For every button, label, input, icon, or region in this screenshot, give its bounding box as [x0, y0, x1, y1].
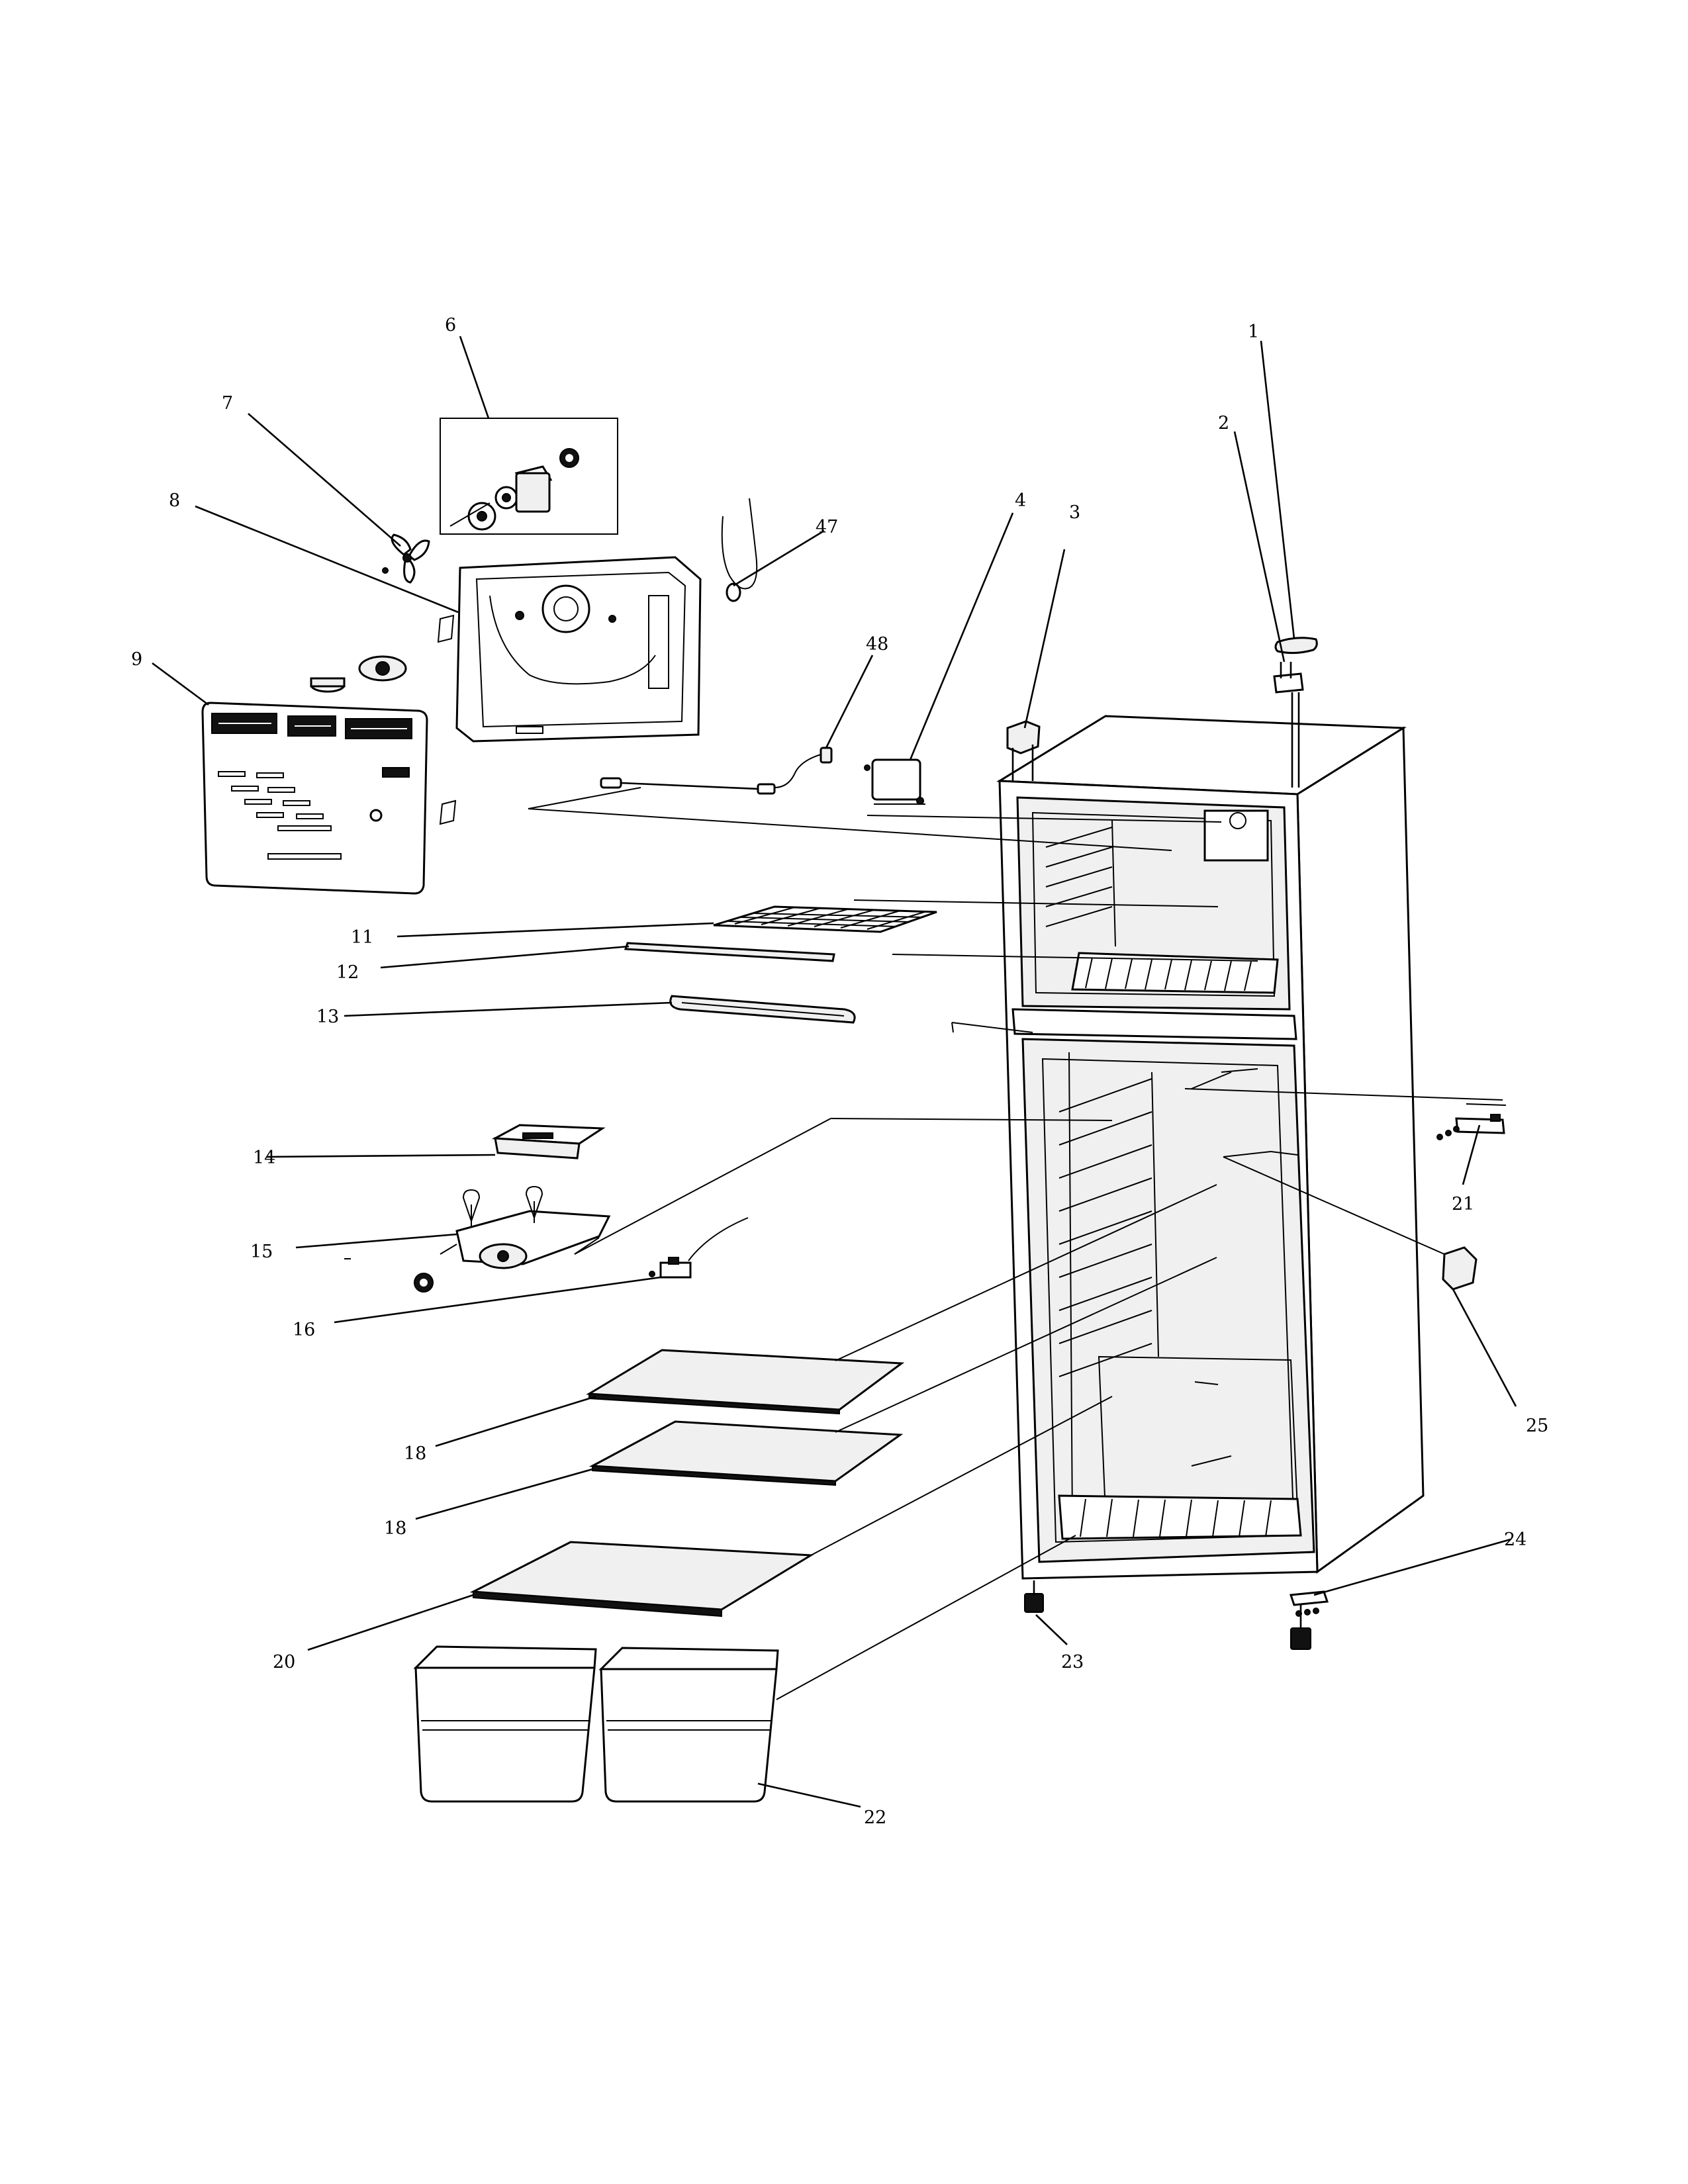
callout-labels: 1 2 3 4 6 7 8 9 11 12 13 14 15 16 18 18 …: [131, 315, 1548, 1828]
callout-6: 6: [445, 315, 456, 336]
callout-4: 4: [1015, 490, 1026, 511]
defrost-heater: [600, 747, 833, 795]
callout-7: 7: [222, 393, 233, 414]
glass-shelf-upper: [586, 1349, 905, 1415]
light-assembly: [864, 758, 924, 805]
crisper-drawer-left: [413, 1645, 597, 1803]
callout-25: 25: [1526, 1416, 1548, 1436]
callout-48: 48: [866, 634, 888, 655]
middle-hinge: [1436, 1103, 1507, 1140]
callout-23: 23: [1061, 1652, 1084, 1672]
callout-3: 3: [1069, 502, 1080, 523]
callout-16: 16: [293, 1320, 315, 1340]
left-hinge-cover: [1006, 720, 1041, 781]
thermostat-housing: [344, 1185, 611, 1293]
leveling-foot-left: [1024, 1580, 1044, 1613]
freezer-back-panel: [201, 702, 457, 895]
thermostat-knob: [310, 655, 407, 693]
door-stopper: [1442, 1246, 1477, 1291]
freezer-wire-shelf: [713, 905, 937, 933]
callout-47: 47: [816, 517, 838, 537]
callout-21: 21: [1452, 1194, 1474, 1214]
crisper-drawer-right: [598, 1647, 779, 1803]
evaporator-cover: [437, 556, 702, 743]
callout-22: 22: [864, 1807, 886, 1828]
refrigerator-cabinet: [996, 715, 1425, 1580]
callout-14: 14: [253, 1148, 275, 1168]
connector-lines: [528, 787, 1503, 1700]
glass-shelf-lower: [588, 1420, 904, 1486]
control-housing: [491, 1124, 606, 1160]
shelf-rail: [624, 942, 835, 962]
callout-18-upper: 18: [404, 1443, 426, 1464]
crisper-cover: [469, 1541, 814, 1617]
callout-24: 24: [1504, 1529, 1526, 1550]
door-switch: [649, 1217, 749, 1279]
fan-motor-assembly: [440, 418, 618, 535]
bottom-hinge-foot: [1289, 1590, 1329, 1650]
callout-13: 13: [316, 1007, 339, 1027]
callout-1: 1: [1248, 322, 1259, 342]
callout-9: 9: [131, 649, 142, 670]
ice-tray: [669, 995, 856, 1024]
callout-20: 20: [273, 1652, 295, 1672]
callout-11: 11: [351, 927, 373, 948]
leader-lines: [152, 336, 1517, 1808]
top-hinge: [1273, 662, 1304, 788]
callout-2: 2: [1218, 413, 1229, 433]
callout-15: 15: [250, 1242, 273, 1262]
top-hinge-cover: [1274, 637, 1318, 655]
fan-blade: [382, 533, 430, 584]
callout-8: 8: [169, 490, 180, 511]
temperature-sensor: [721, 498, 758, 602]
callout-12: 12: [336, 962, 359, 983]
callout-18-lower: 18: [384, 1518, 406, 1539]
